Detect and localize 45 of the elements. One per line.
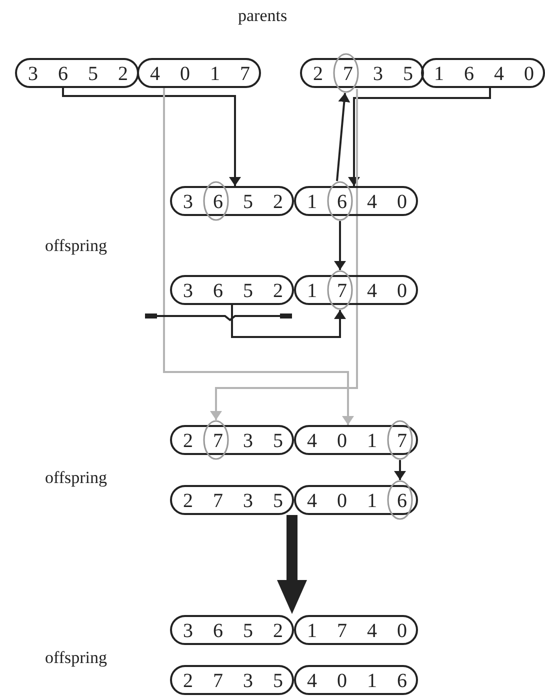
arrow [336, 92, 350, 182]
gene-values: 1 7 4 0 [307, 619, 407, 643]
gene-values: 3 6 5 2 [183, 190, 283, 214]
gene-values: 2 7 3 5 [313, 62, 413, 86]
gene-values: 1 6 4 0 [434, 62, 534, 86]
gene-segment [170, 485, 294, 515]
gene-values: 2 7 3 5 [183, 669, 283, 693]
gene-values: 3 6 5 2 [183, 619, 283, 643]
arrow [163, 88, 354, 425]
highlight-circle [327, 270, 353, 310]
gene-segment [294, 615, 418, 645]
gene-values: 4 0 1 7 [307, 429, 407, 453]
gene-segment [294, 665, 418, 695]
gene-segment [137, 58, 261, 88]
gene-values: 2 7 3 5 [183, 429, 283, 453]
gene-values: 4 0 1 6 [307, 669, 407, 693]
gene-segment [15, 58, 139, 88]
highlight-circle [333, 53, 359, 93]
highlight-circle [387, 480, 413, 520]
gene-segment [170, 615, 294, 645]
gene-values: 4 0 1 7 [150, 62, 250, 86]
arrow [348, 88, 491, 186]
gene-values: 1 7 4 0 [307, 279, 407, 303]
arrow [62, 88, 241, 186]
gene-values: 4 0 1 6 [307, 489, 407, 513]
row-label: offspring [45, 236, 108, 256]
arrow [394, 460, 406, 480]
gene-segment [170, 275, 294, 305]
gene-values: 1 6 4 0 [307, 190, 407, 214]
arrow [231, 305, 346, 338]
arrow [277, 515, 307, 614]
gene-segment [421, 58, 545, 88]
gene-values: 2 7 3 5 [183, 489, 283, 513]
highlight-circle [387, 420, 413, 460]
gene-segment [170, 665, 294, 695]
arrow [210, 89, 358, 420]
row-label: offspring [45, 648, 108, 668]
gene-values: 3 6 5 2 [28, 62, 128, 86]
row-label: offspring [45, 468, 108, 488]
title-label: parents [238, 6, 288, 26]
highlight-circle [203, 181, 229, 221]
highlight-circle [203, 420, 229, 460]
gene-values: 3 6 5 2 [183, 279, 283, 303]
arrow [334, 221, 346, 270]
highlight-circle [327, 181, 353, 221]
